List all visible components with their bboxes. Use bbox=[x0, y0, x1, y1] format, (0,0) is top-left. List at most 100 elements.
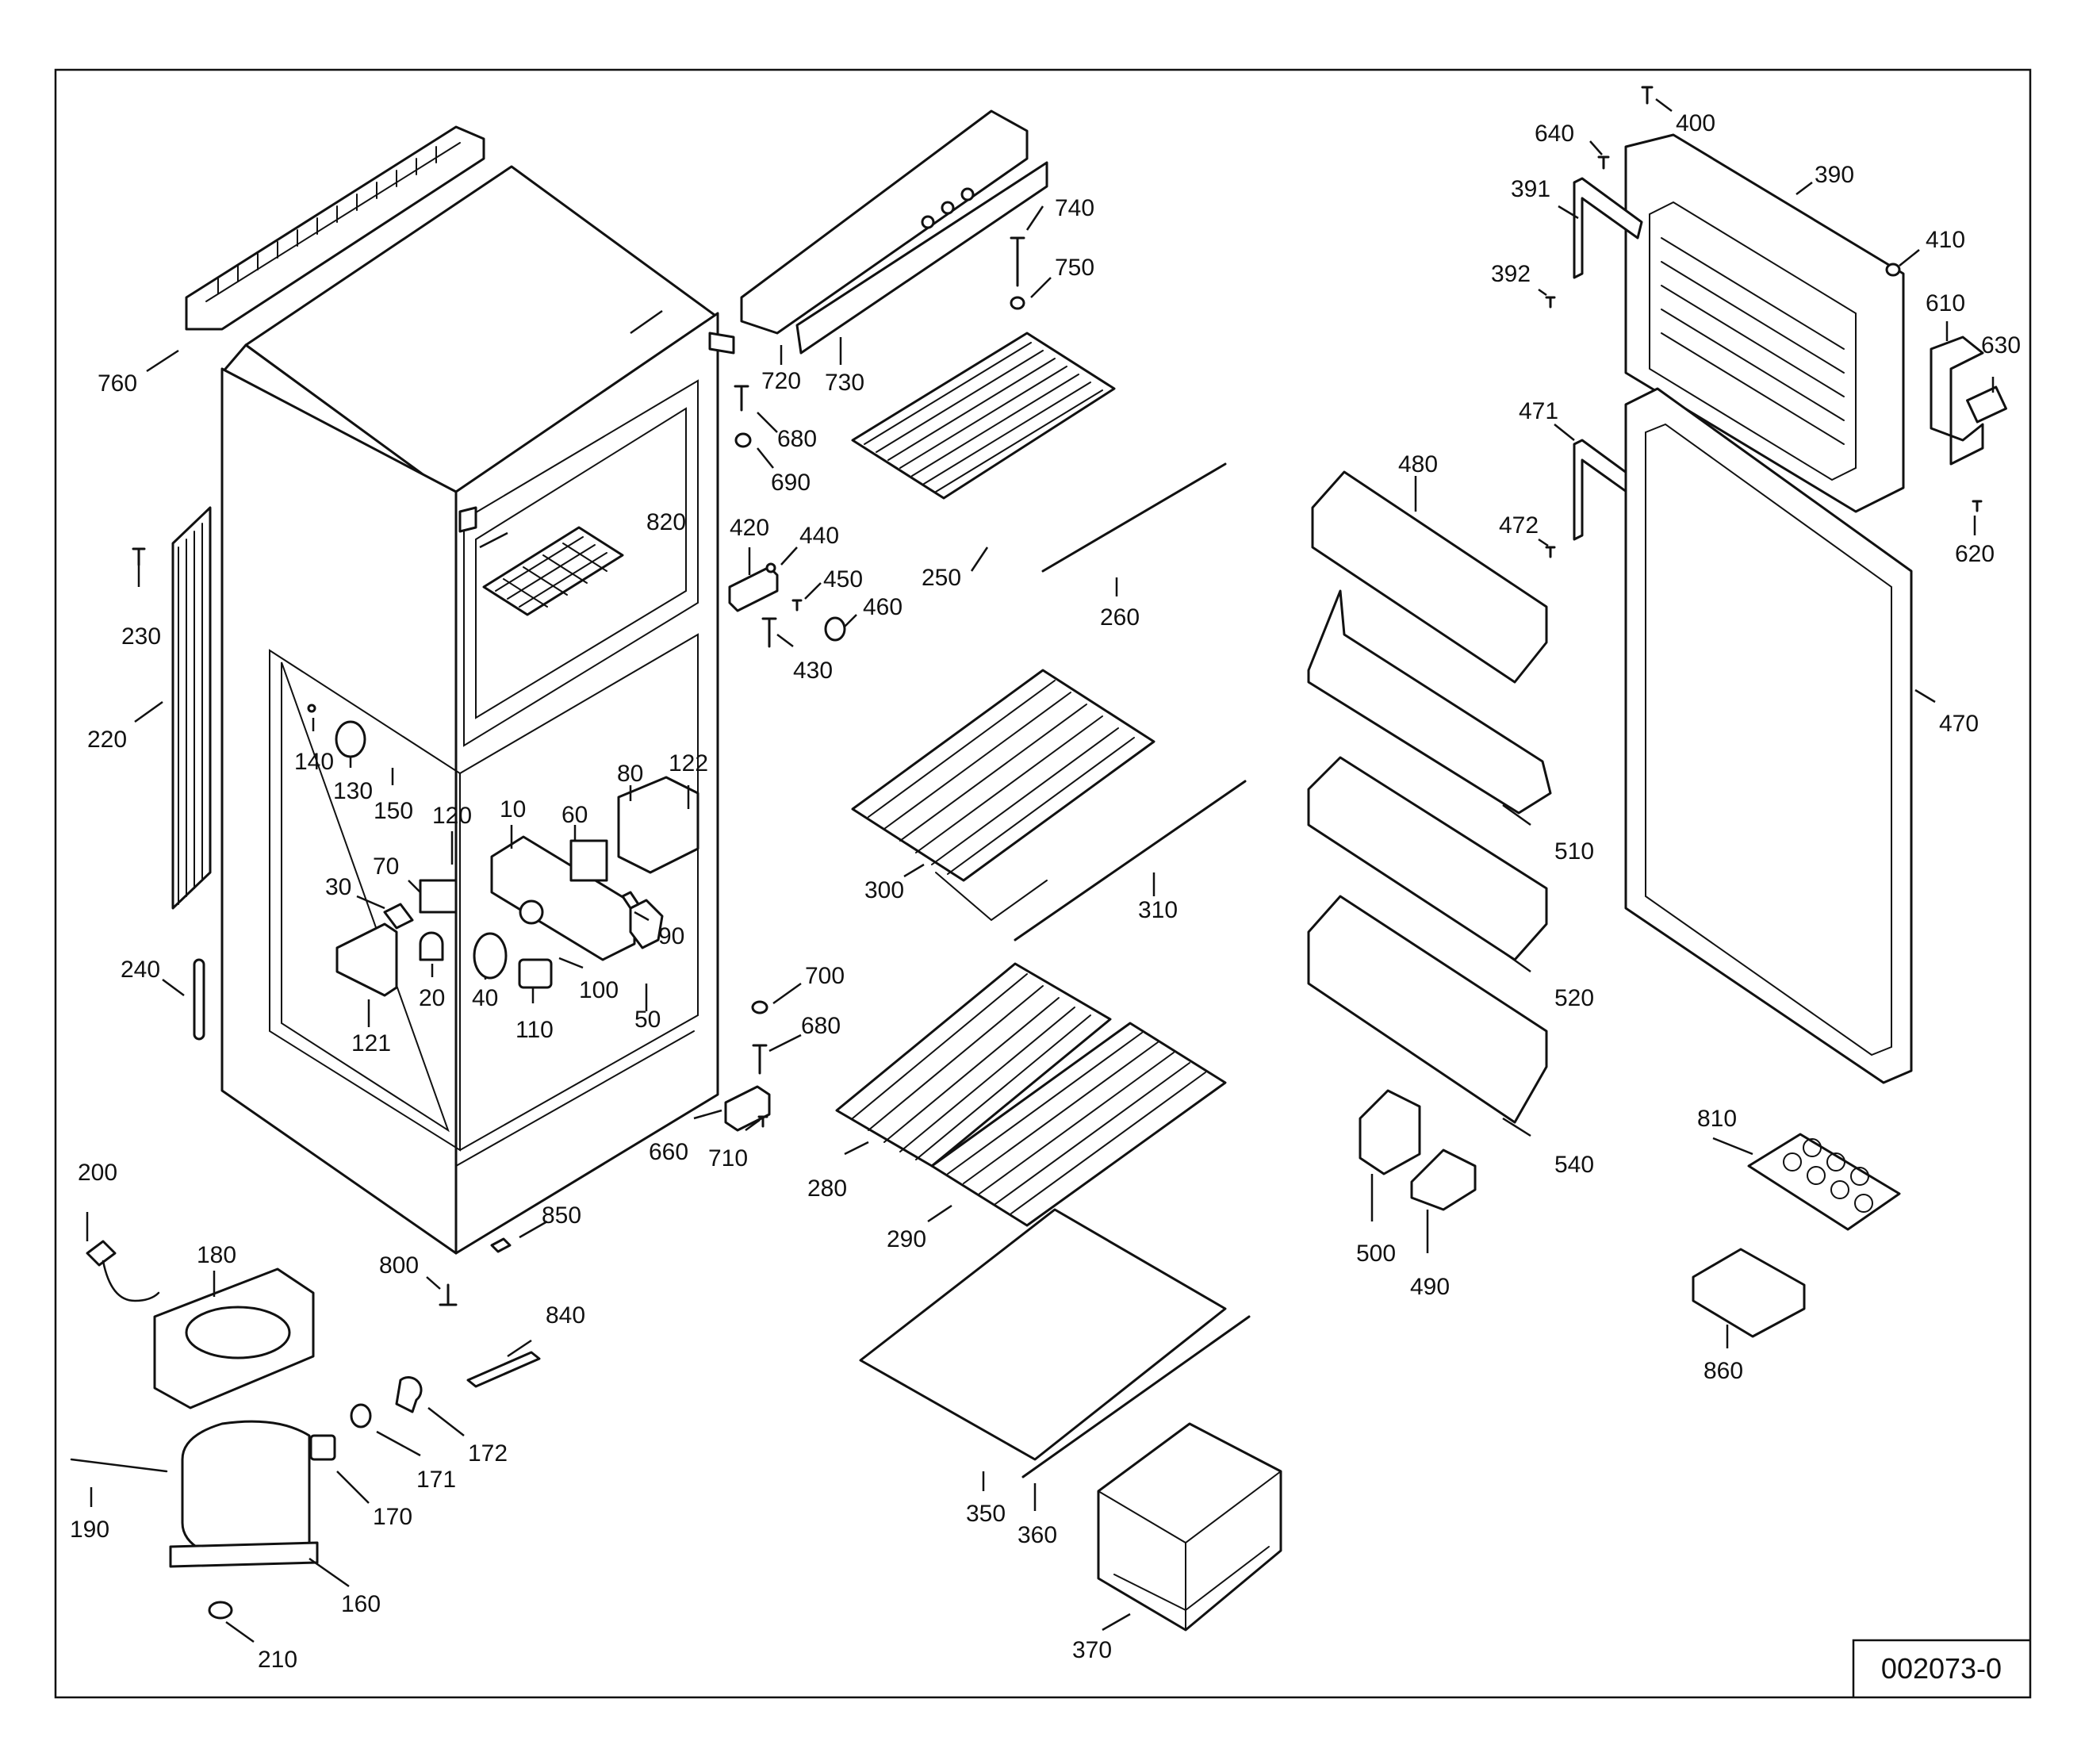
door-bin-540 bbox=[1307, 895, 1548, 1124]
bottle-divider-490 bbox=[1410, 1149, 1477, 1211]
callout-480: 480 bbox=[1398, 451, 1438, 477]
callout-220: 220 bbox=[87, 727, 127, 753]
door-bin-510 bbox=[1307, 589, 1552, 815]
callout-391: 391 bbox=[1511, 176, 1550, 202]
callout-472: 472 bbox=[1499, 512, 1539, 539]
callout-760: 760 bbox=[98, 370, 137, 397]
callout-520: 520 bbox=[1554, 985, 1594, 1011]
callout-810: 810 bbox=[1697, 1106, 1737, 1132]
ice-cube-tray bbox=[482, 526, 624, 616]
callout-740: 740 bbox=[1055, 195, 1094, 221]
callout-40: 40 bbox=[472, 985, 498, 1011]
callout-840: 840 bbox=[546, 1302, 585, 1329]
callout-720: 720 bbox=[761, 368, 801, 394]
callout-690: 690 bbox=[771, 470, 811, 496]
leader-lines bbox=[86, 98, 1995, 1643]
callout-640: 640 bbox=[1535, 121, 1574, 147]
callout-120: 120 bbox=[432, 803, 472, 829]
part-850 bbox=[490, 1237, 512, 1253]
filter-drier bbox=[193, 958, 205, 1041]
callout-labels: 760 230 220 240 140 130 150 120 10 60 80… bbox=[70, 110, 2021, 1673]
power-cord bbox=[86, 1240, 160, 1302]
callout-630: 630 bbox=[1981, 332, 2021, 359]
callout-540: 540 bbox=[1554, 1152, 1594, 1178]
callout-50: 50 bbox=[634, 1007, 661, 1033]
callout-122: 122 bbox=[669, 750, 708, 777]
top-vent-grille bbox=[185, 125, 485, 331]
callout-172: 172 bbox=[468, 1440, 508, 1467]
callout-800: 800 bbox=[379, 1252, 419, 1279]
bracket-840 bbox=[466, 1351, 541, 1388]
screw-392 bbox=[1545, 296, 1556, 309]
shelf-trim-360 bbox=[1021, 1315, 1251, 1478]
callout-660: 660 bbox=[649, 1139, 688, 1165]
middle-hinge-parts bbox=[1930, 336, 2007, 512]
callout-430: 430 bbox=[793, 658, 833, 684]
callout-510: 510 bbox=[1554, 838, 1594, 865]
fridge-door bbox=[1624, 387, 1913, 1084]
compressor bbox=[70, 1420, 319, 1620]
callout-10: 10 bbox=[500, 796, 526, 823]
shelf-250 bbox=[851, 332, 1116, 500]
callout-210: 210 bbox=[258, 1647, 297, 1673]
cabinet bbox=[220, 165, 735, 1255]
callout-100: 100 bbox=[579, 977, 619, 1003]
screw-680-upper bbox=[734, 385, 749, 412]
callout-390: 390 bbox=[1815, 162, 1854, 188]
callout-230: 230 bbox=[121, 623, 161, 650]
callout-200: 200 bbox=[78, 1160, 117, 1186]
upper-hinge-parts bbox=[728, 562, 846, 648]
callout-20: 20 bbox=[419, 985, 445, 1011]
callout-460: 460 bbox=[863, 594, 903, 620]
callout-700: 700 bbox=[805, 963, 845, 989]
callout-400: 400 bbox=[1676, 110, 1715, 136]
freezer-door bbox=[1624, 133, 1905, 513]
cap-410 bbox=[1885, 263, 1901, 277]
compressor-tray bbox=[153, 1267, 315, 1409]
callout-250: 250 bbox=[922, 565, 961, 591]
callout-170: 170 bbox=[373, 1504, 412, 1530]
nut-750 bbox=[1010, 296, 1025, 310]
screw-640 bbox=[1597, 155, 1610, 170]
callout-820: 820 bbox=[646, 509, 686, 535]
control-panel bbox=[740, 109, 1048, 355]
screw-400 bbox=[1641, 86, 1654, 105]
shelf-280 bbox=[835, 962, 1112, 1168]
callout-280: 280 bbox=[807, 1175, 847, 1202]
callout-750: 750 bbox=[1055, 255, 1094, 281]
callout-680-lower: 680 bbox=[801, 1013, 841, 1039]
callout-410: 410 bbox=[1926, 227, 1965, 253]
callout-500: 500 bbox=[1356, 1241, 1396, 1267]
callout-680-upper: 680 bbox=[777, 426, 817, 452]
glass-shelf-350 bbox=[859, 1208, 1227, 1461]
callout-470: 470 bbox=[1939, 711, 1979, 737]
callout-370: 370 bbox=[1072, 1637, 1112, 1663]
shelf-290 bbox=[930, 1022, 1227, 1227]
callout-860: 860 bbox=[1704, 1358, 1743, 1384]
callout-110: 110 bbox=[515, 1017, 554, 1043]
callout-620: 620 bbox=[1955, 541, 1995, 567]
screw-740 bbox=[1010, 236, 1025, 287]
condenser bbox=[171, 506, 212, 910]
nut-690 bbox=[734, 432, 752, 448]
screw-472 bbox=[1545, 546, 1556, 558]
callout-70: 70 bbox=[373, 853, 399, 880]
callout-130: 130 bbox=[333, 778, 373, 804]
diagram-code-box: 002073-0 bbox=[1852, 1639, 2030, 1697]
callout-30: 30 bbox=[325, 874, 351, 900]
shelf-trim-310 bbox=[1014, 780, 1247, 941]
callout-121: 121 bbox=[351, 1030, 391, 1056]
callout-150: 150 bbox=[374, 798, 413, 824]
diagram-code: 002073-0 bbox=[1881, 1652, 2002, 1685]
door-bin-480 bbox=[1311, 470, 1548, 684]
butter-compartment bbox=[1692, 1248, 1806, 1338]
callout-160: 160 bbox=[341, 1591, 381, 1617]
callout-310: 310 bbox=[1138, 897, 1178, 923]
relay-parts bbox=[309, 1376, 423, 1461]
shelf-trim-260 bbox=[1041, 462, 1227, 573]
callout-180: 180 bbox=[197, 1242, 236, 1268]
shelf-300 bbox=[851, 669, 1155, 922]
callout-490: 490 bbox=[1410, 1274, 1450, 1300]
callout-80: 80 bbox=[617, 761, 643, 787]
